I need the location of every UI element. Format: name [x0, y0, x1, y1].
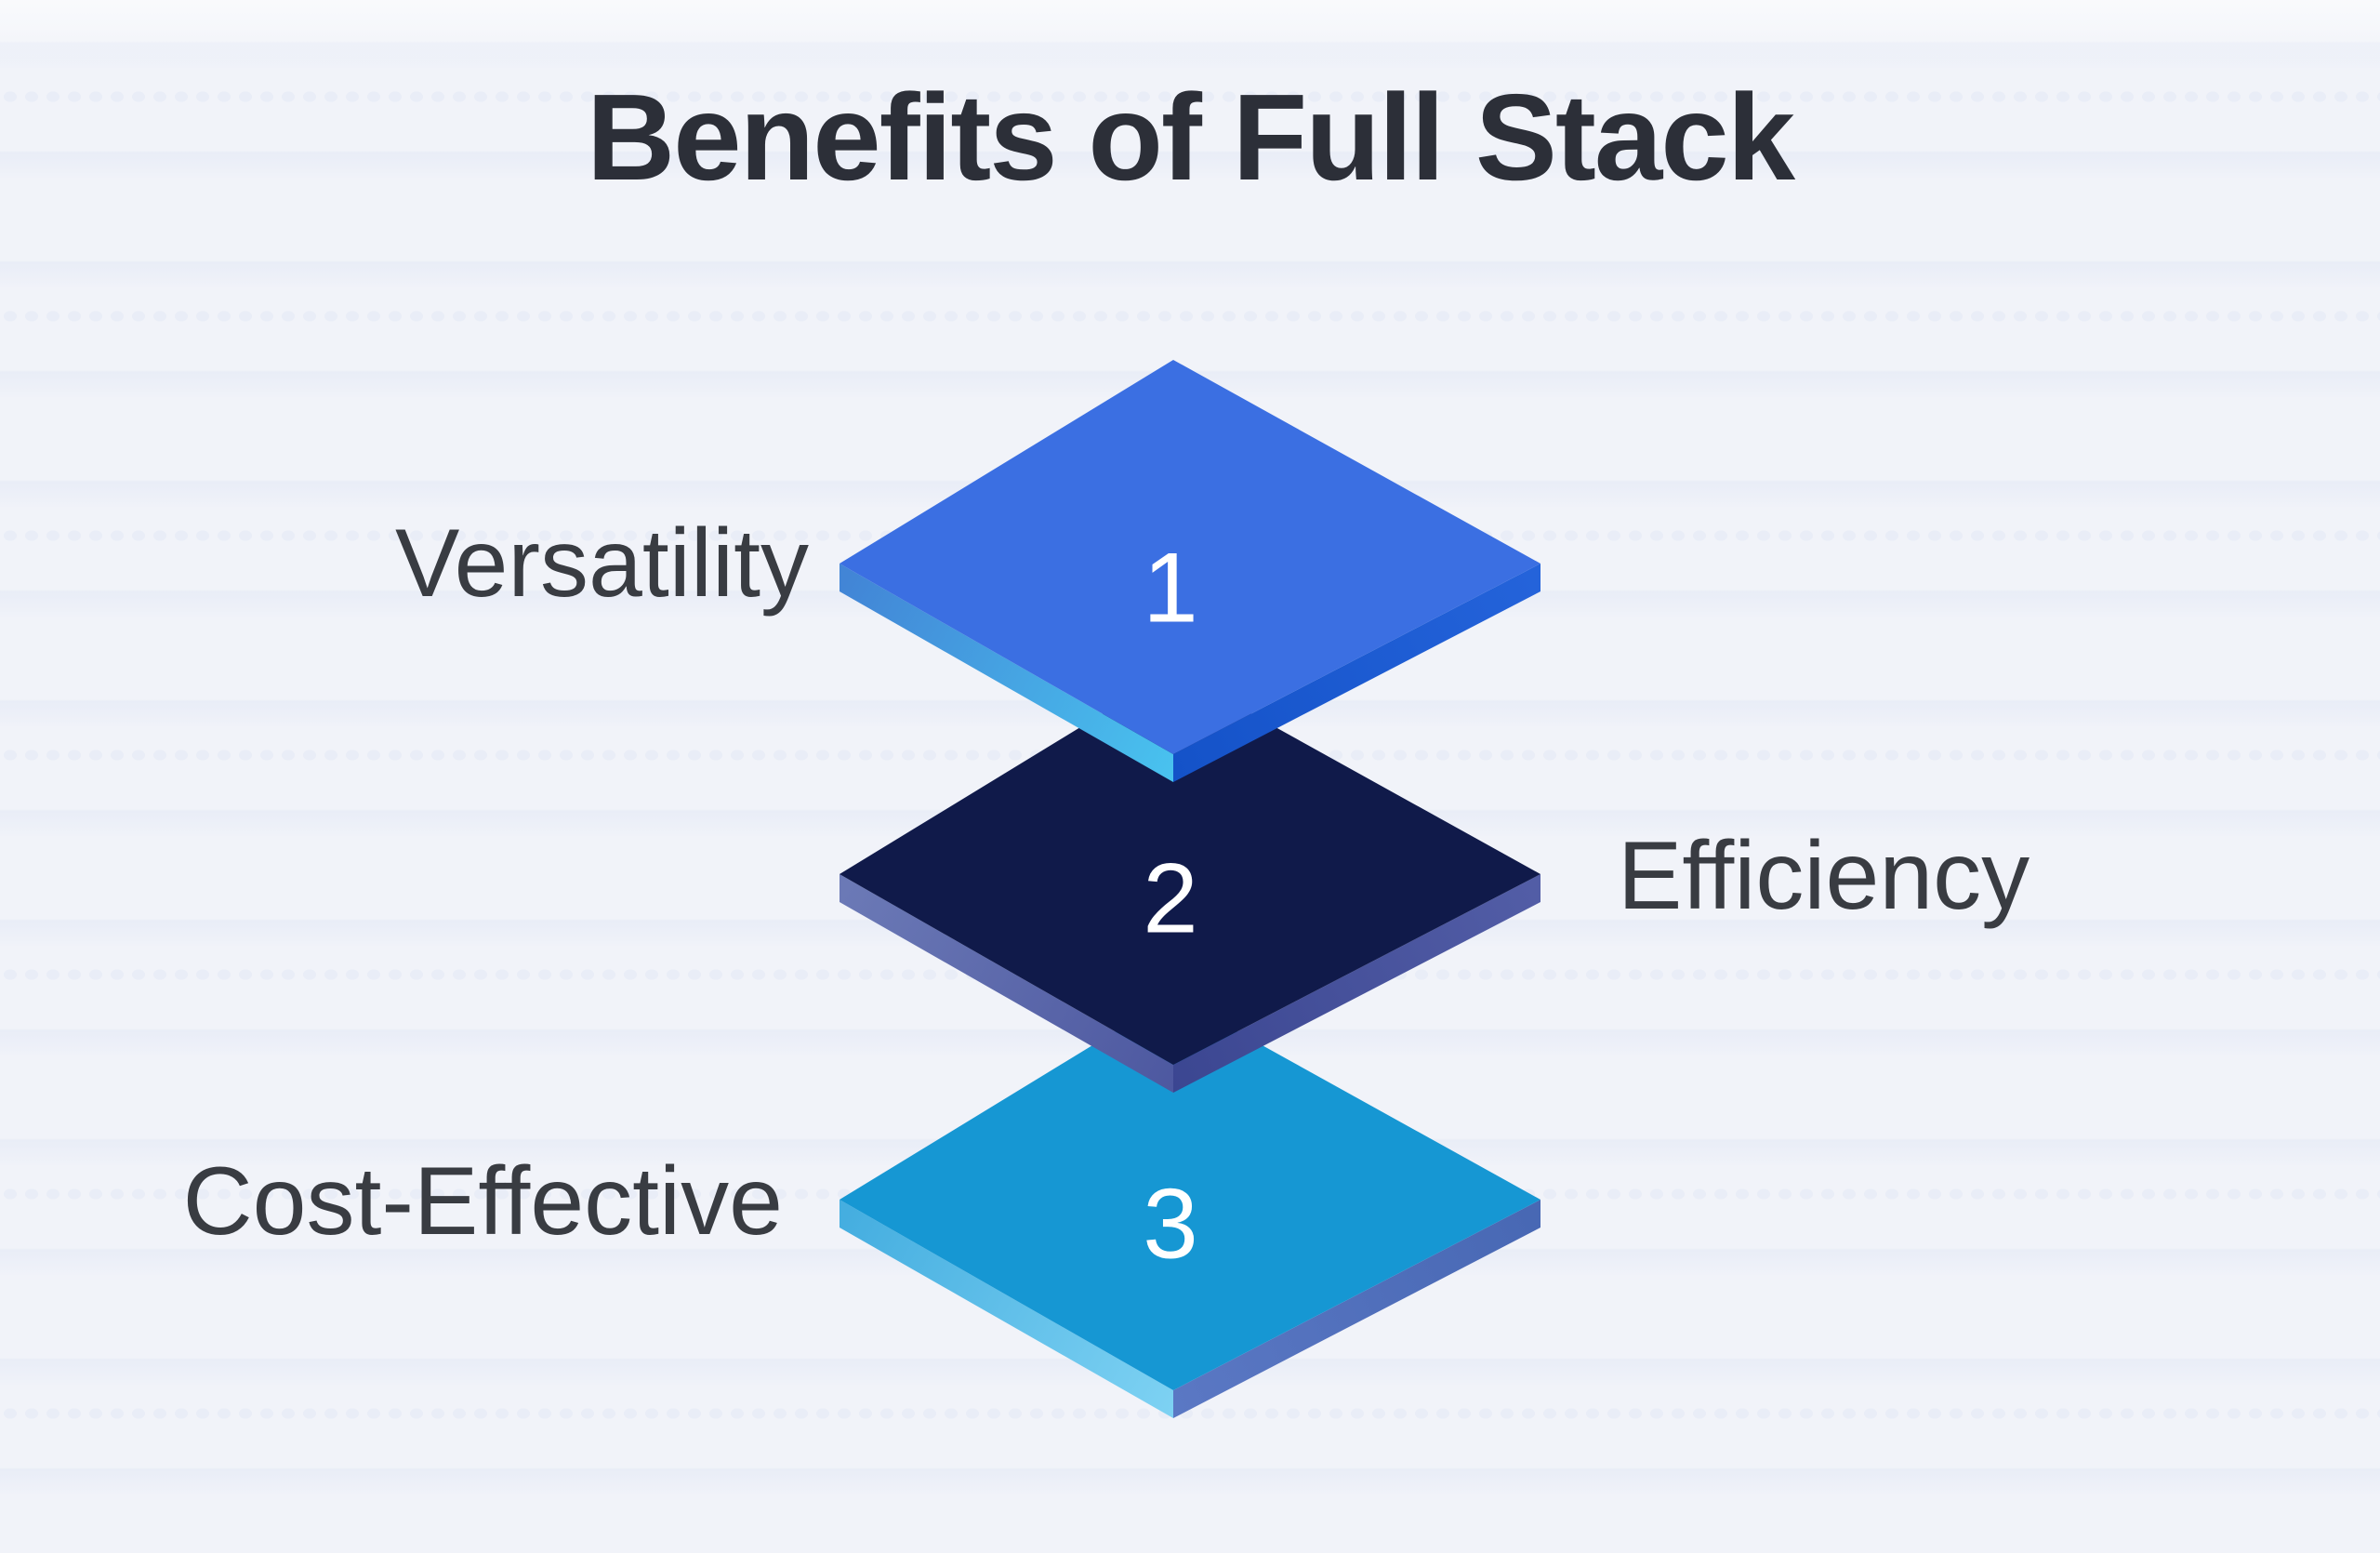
page-title: Benefits of Full Stack [586, 69, 1795, 206]
layer-3-number: 3 [1143, 1167, 1198, 1280]
layer-2-right-face [1173, 874, 1540, 1093]
layer-2-top-face [840, 670, 1540, 1065]
layer-3-shape [840, 996, 1540, 1418]
layer-2-number: 2 [1143, 842, 1198, 954]
layer-1-top-face [840, 360, 1540, 754]
layer-2-shape [840, 670, 1540, 1093]
layer-3-left-face [840, 1200, 1173, 1418]
layer-3-label: Cost-Effective [182, 1147, 783, 1255]
layer-1-label: Versatility [394, 509, 809, 617]
layer-2-label: Efficiency [1618, 821, 2030, 930]
layer-1-left-face [840, 564, 1173, 782]
layer-2-left-face [840, 874, 1173, 1093]
layer-3-right-face [1173, 1200, 1540, 1418]
layer-3-top-face [840, 996, 1540, 1390]
layer-1-right-face [1173, 564, 1540, 782]
layer-1-number: 1 [1143, 531, 1198, 644]
layer-1-shape [840, 360, 1540, 782]
